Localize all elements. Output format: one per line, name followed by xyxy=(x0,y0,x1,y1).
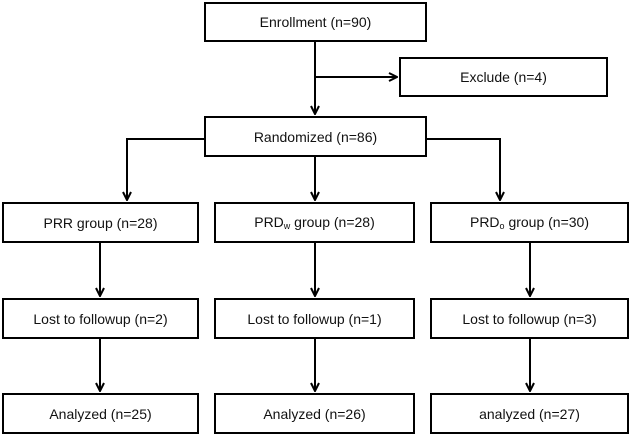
group-subscript: o xyxy=(499,221,505,231)
lost-label: Lost to followup (n=2) xyxy=(33,310,168,327)
lost-box-prdo: Lost to followup (n=3) xyxy=(430,298,629,339)
prdo-group-box: PRDo group (n=30) xyxy=(430,202,629,243)
group-suffix: group (n=30) xyxy=(504,214,590,230)
prdw-group-box: PRDw group (n=28) xyxy=(214,202,415,243)
randomized-label: Randomized (n=86) xyxy=(253,128,378,145)
randomized-box: Randomized (n=86) xyxy=(204,116,427,157)
group-label: PRDo group (n=30) xyxy=(470,214,589,231)
group-prefix: PRD xyxy=(254,214,284,230)
lost-box-prr: Lost to followup (n=2) xyxy=(2,298,199,339)
enrollment-label: Enrollment (n=90) xyxy=(259,14,372,30)
group-subscript: w xyxy=(283,221,291,231)
analyzed-label: Analyzed (n=26) xyxy=(263,405,366,422)
connector-right xyxy=(427,138,500,200)
exclude-label: Exclude (n=4) xyxy=(460,69,547,85)
connector-left xyxy=(127,138,204,200)
lost-label: Lost to followup (n=3) xyxy=(462,310,597,327)
lost-box-prdw: Lost to followup (n=1) xyxy=(214,298,415,339)
group-prefix: PRD xyxy=(469,214,500,230)
lost-label: Lost to followup (n=1) xyxy=(247,310,382,327)
prr-group-box: PRR group (n=28) xyxy=(2,202,199,243)
analyzed-label: Analyzed (n=25) xyxy=(49,405,152,422)
group-label: PRR group (n=28) xyxy=(43,214,158,231)
analyzed-label: analyzed (n=27) xyxy=(479,405,580,422)
group-label: PRDw group (n=28) xyxy=(254,214,375,231)
group-suffix: group (n=28) xyxy=(290,214,375,230)
enrollment-box: Enrollment (n=90) xyxy=(204,2,427,42)
exclude-box: Exclude (n=4) xyxy=(399,57,608,97)
analyzed-box-prr: Analyzed (n=25) xyxy=(2,393,199,434)
analyzed-box-prdw: Analyzed (n=26) xyxy=(214,393,415,434)
analyzed-box-prdo: analyzed (n=27) xyxy=(430,393,629,434)
